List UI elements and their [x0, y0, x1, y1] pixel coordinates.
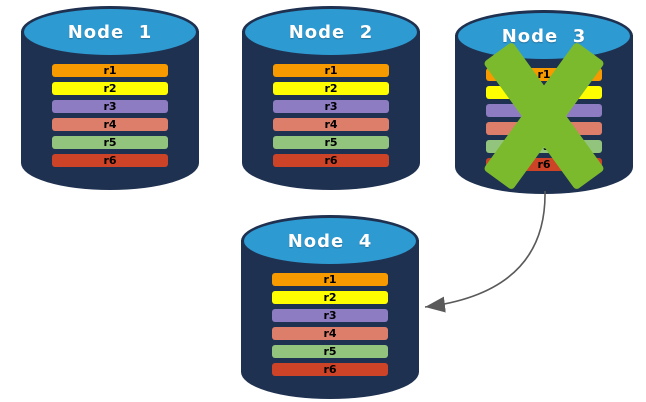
node-2: Node 2 r1 r2 r3 r4 r5 r6 [242, 4, 420, 190]
row-r4: r4 [272, 327, 388, 340]
node-1-cylinder-top: Node 1 [21, 6, 199, 58]
row-r6: r6 [486, 158, 602, 171]
node-3-row-stack: r1 r2 r3 r4 r5 r6 [486, 68, 602, 171]
row-r4: r4 [52, 118, 168, 131]
row-r6: r6 [52, 154, 168, 167]
node-4-row-stack: r1 r2 r3 r4 r5 r6 [272, 273, 388, 376]
row-r2: r2 [272, 291, 388, 304]
row-r2: r2 [273, 82, 389, 95]
node-3: Node 3 r1 r2 r3 r4 r5 r6 [455, 8, 633, 194]
node-1-title: Node 1 [67, 21, 153, 43]
node-2-title: Node 2 [288, 21, 374, 43]
node-3-cylinder-top: Node 3 [455, 10, 633, 62]
node-2-cylinder-top: Node 2 [242, 6, 420, 58]
row-r4: r4 [273, 118, 389, 131]
row-r2: r2 [486, 86, 602, 99]
row-r3: r3 [273, 100, 389, 113]
row-r1: r1 [273, 64, 389, 77]
row-r6: r6 [272, 363, 388, 376]
node-4-cylinder-top: Node 4 [241, 215, 419, 267]
row-r1: r1 [486, 68, 602, 81]
row-r1: r1 [272, 273, 388, 286]
row-r5: r5 [273, 136, 389, 149]
row-r4: r4 [486, 122, 602, 135]
row-r5: r5 [486, 140, 602, 153]
node-3-title: Node 3 [501, 25, 587, 47]
node-1-row-stack: r1 r2 r3 r4 r5 r6 [52, 64, 168, 167]
row-r3: r3 [272, 309, 388, 322]
row-r3: r3 [52, 100, 168, 113]
node-4: Node 4 r1 r2 r3 r4 r5 r6 [241, 213, 419, 399]
row-r3: r3 [486, 104, 602, 117]
node-4-title: Node 4 [287, 230, 373, 252]
row-r5: r5 [272, 345, 388, 358]
row-r2: r2 [52, 82, 168, 95]
row-r5: r5 [52, 136, 168, 149]
row-r1: r1 [52, 64, 168, 77]
node-1: Node 1 r1 r2 r3 r4 r5 r6 [21, 4, 199, 190]
row-r6: r6 [273, 154, 389, 167]
arrow-curve [424, 190, 546, 313]
failover-arrow-icon [424, 190, 546, 313]
node-2-row-stack: r1 r2 r3 r4 r5 r6 [273, 64, 389, 167]
